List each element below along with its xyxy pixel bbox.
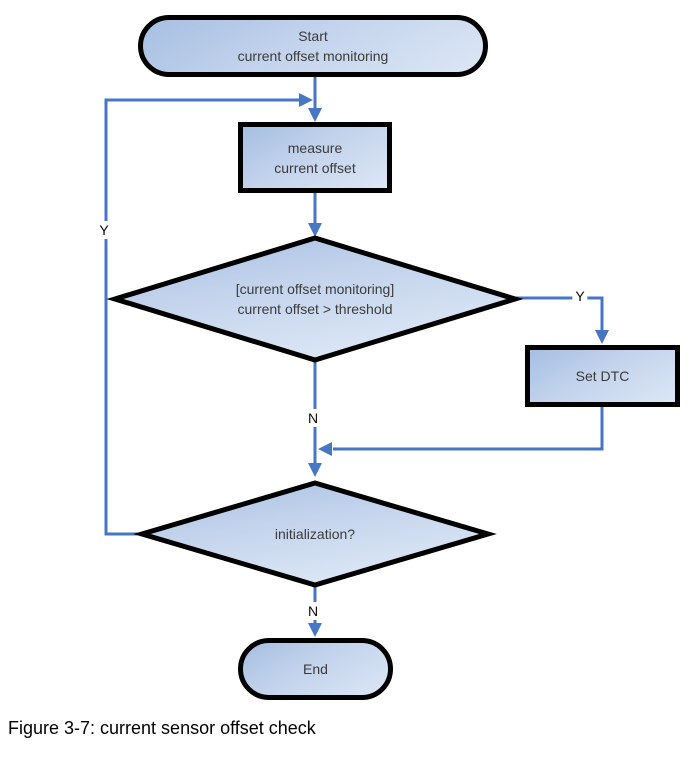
start-node: Start current offset monitoring [138, 15, 488, 77]
start-node-line2: current offset monitoring [237, 48, 389, 64]
arrowhead-right-junction-top [299, 93, 313, 107]
measure-node: measure current offset [238, 122, 392, 193]
edge-decision-yes-to-setdtc [515, 296, 604, 332]
figure-caption: Figure 3-7: current sensor offset check [8, 718, 316, 738]
arrowhead-down-measure [308, 108, 322, 122]
set-dtc-node: Set DTC [525, 345, 680, 407]
edge-label-loop-yes: Y [96, 221, 112, 239]
measure-node-line2: current offset [274, 159, 356, 176]
edge-label-right-yes: Y [572, 287, 588, 305]
arrowhead-down-decision-offset [308, 223, 322, 237]
arrowhead-down-setdtc [595, 330, 609, 344]
edge-label-bottom-no: N [304, 602, 322, 620]
decision-offset-diamond [106, 235, 524, 363]
arrowhead-down-decision-init [308, 463, 322, 477]
end-node-label: End [303, 661, 328, 677]
edge-label-middle-no: N [304, 409, 322, 427]
arrowhead-down-end [308, 623, 322, 637]
decision-init-diamond [133, 480, 497, 588]
edge-init-yes-loop [104, 98, 300, 536]
edge-setdtc-to-junction [333, 407, 604, 451]
set-dtc-label: Set DTC [575, 368, 630, 384]
start-node-line1: Start [298, 28, 328, 44]
measure-node-line1: measure [287, 139, 343, 156]
arrowhead-left-junction-mid [318, 442, 332, 456]
end-node: End [238, 638, 393, 700]
